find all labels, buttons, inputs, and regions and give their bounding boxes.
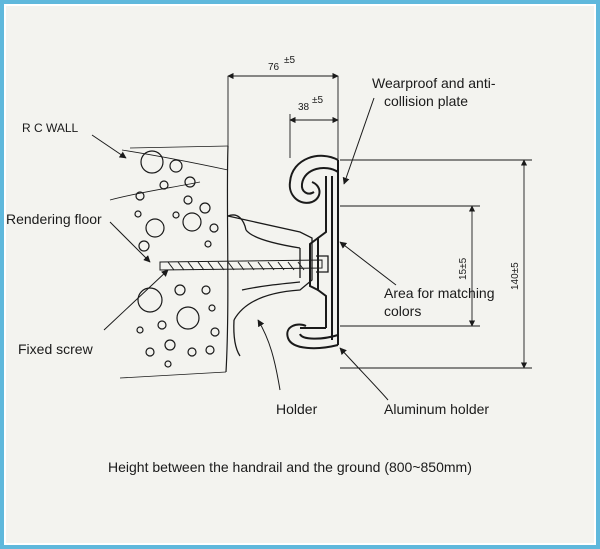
dim-38-value: 38 (298, 102, 310, 113)
label-rc-wall: R C WALL (22, 121, 79, 135)
aluminum-profile (286, 154, 339, 350)
label-area-line1: Area for matching (384, 285, 495, 301)
caption: Height between the handrail and the grou… (108, 459, 472, 475)
label-aluminum-holder: Aluminum holder (384, 401, 489, 417)
dim-140-label: 140±5 (510, 262, 521, 290)
label-area-line2: colors (384, 303, 421, 319)
label-wearproof-line2: collision plate (384, 93, 468, 109)
dim-15-label: 15±5 (458, 257, 469, 280)
fixed-screw (159, 255, 329, 273)
label-wearproof-line1: Wearproof and anti- (372, 75, 496, 91)
dim-76-value: 76 (268, 62, 280, 73)
leader-lines (91, 97, 397, 401)
holder-bracket (227, 214, 313, 357)
label-fixed-screw: Fixed screw (18, 341, 94, 357)
dimension-lines (227, 72, 532, 369)
label-rendering-floor: Rendering floor (6, 211, 102, 227)
dim-38-tolerance: ±5 (312, 95, 323, 106)
label-holder: Holder (276, 401, 318, 417)
dim-76-tolerance: ±5 (284, 55, 295, 66)
